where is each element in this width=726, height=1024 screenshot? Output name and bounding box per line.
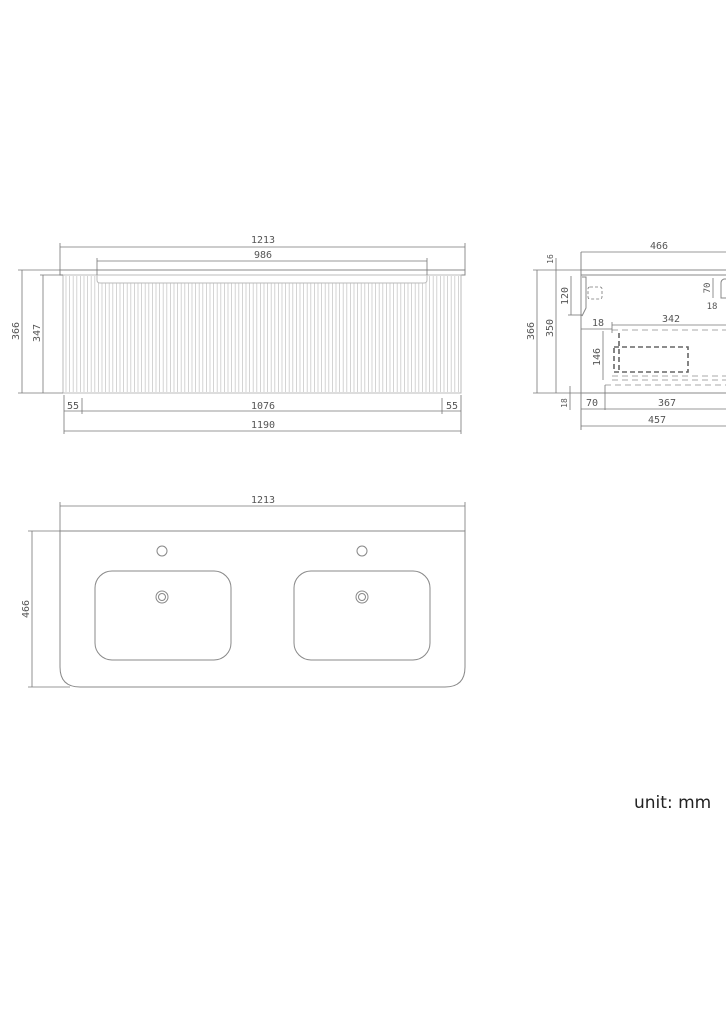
dimension-466-side: 466	[581, 241, 726, 253]
dimension-466-top: 466	[21, 530, 70, 688]
top-thickness-label: 16	[546, 254, 555, 264]
basin-left	[94, 570, 232, 661]
front-height-label: 366	[11, 322, 22, 340]
dimension-bottom-side: 18 70 367 457	[560, 386, 726, 427]
dimension-342: 18 342	[581, 314, 726, 333]
side-depth-label: 466	[650, 241, 668, 252]
bottom-inner-depth-label: 367	[658, 398, 676, 409]
dimension-1213: 1213	[59, 235, 466, 270]
side-cabinet-height-label: 350	[545, 319, 556, 337]
countertop-edge	[59, 269, 466, 276]
back-offset-label: 70	[586, 398, 598, 409]
dimension-366: 366	[11, 269, 63, 394]
cabinet-depth-label: 457	[648, 415, 666, 426]
right-margin-label: 55	[446, 401, 458, 412]
side-view: 466 16 366 350 120 18 342 146	[526, 241, 726, 430]
dimension-1190: 1190	[64, 420, 461, 432]
dimension-right-partial: 70 18	[703, 278, 717, 312]
top-recess	[96, 275, 428, 284]
front-width-label: 1213	[251, 235, 275, 246]
dimension-16: 16	[546, 254, 557, 275]
wall-bracket	[581, 276, 587, 317]
dimension-146: 146	[592, 331, 604, 380]
drawer-height-label: 146	[592, 348, 603, 366]
drawer-offset-label: 18	[592, 318, 604, 329]
faucet-hole-left	[156, 545, 168, 557]
dimension-1213-top: 1213	[59, 495, 466, 531]
left-margin-label: 55	[67, 401, 79, 412]
bracket-plate	[587, 286, 603, 300]
front-view: 1213 986 366 347 55 1076 55 1190	[11, 235, 466, 434]
dimension-bottom-segments: 55 1076 55	[63, 395, 462, 434]
drawer-outline	[613, 346, 689, 373]
basin-right	[293, 570, 431, 661]
dimension-347: 347	[32, 274, 63, 393]
drawer-depth-label: 342	[662, 314, 680, 325]
cabinet-height-label: 347	[32, 324, 43, 342]
drain-right	[355, 590, 369, 604]
unit-label: unit: mm	[634, 793, 711, 813]
faucet-hole-right	[356, 545, 368, 557]
bracket-height-label: 120	[560, 287, 571, 305]
top-view: 1213 466	[21, 495, 466, 688]
inner-width-label: 1076	[251, 401, 275, 412]
top-depth-label: 466	[21, 600, 32, 618]
bottom-gap-label: 18	[560, 398, 569, 408]
dimension-366-side: 366	[526, 269, 581, 394]
side-height-label: 366	[526, 322, 537, 340]
cabinet-width-label: 1190	[251, 420, 275, 431]
fluted-panel	[65, 276, 459, 392]
right-bracket-height-label: 70	[703, 283, 713, 294]
drain-left	[155, 590, 169, 604]
recess-width-label: 986	[254, 250, 272, 261]
dimension-986: 986	[96, 250, 428, 275]
dimension-120: 120	[560, 276, 582, 316]
right-bracket-offset-label: 18	[707, 302, 718, 312]
cabinet-body	[62, 274, 462, 394]
basin-outline	[59, 530, 466, 688]
dimension-350: 350	[545, 275, 557, 393]
top-width-label: 1213	[251, 495, 275, 506]
